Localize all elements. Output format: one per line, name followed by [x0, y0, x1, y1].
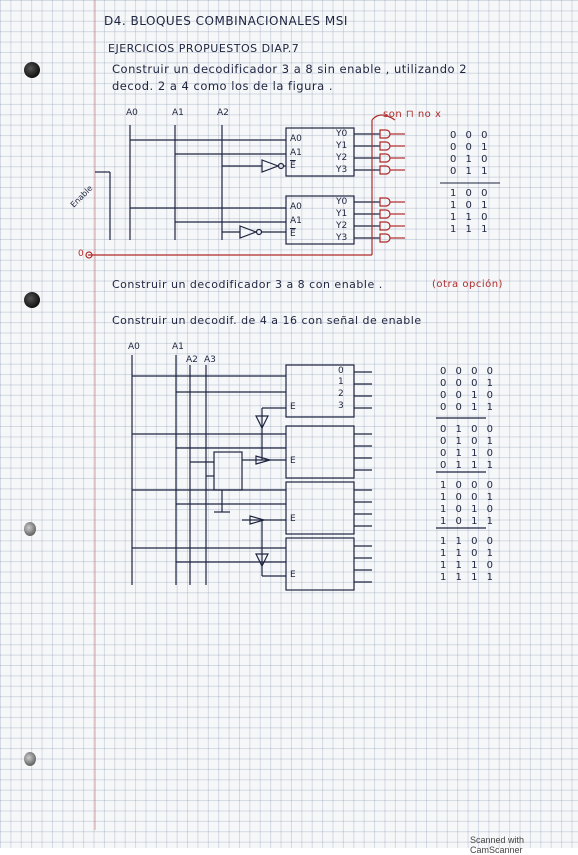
dec-input-label: A1 [290, 148, 302, 158]
truth-row: 0 0 1 [450, 142, 491, 153]
dec-input-label: A0 [290, 202, 302, 212]
ex3-block-output: 3 [338, 401, 344, 411]
dec-output-label: Y1 [336, 209, 348, 219]
ex3-enable-label: E [290, 570, 296, 580]
binder-hole [24, 62, 40, 78]
dec-output-label: Y3 [336, 165, 348, 175]
binder-hole [24, 752, 36, 766]
margin-line [94, 0, 96, 830]
ex1-input-label: A2 [217, 108, 229, 118]
ex3-input-label: A2 [186, 355, 198, 365]
truth-row: 1 1 0 [450, 212, 491, 223]
dec-output-label: Y2 [336, 221, 348, 231]
dec-input-label: A0 [290, 134, 302, 144]
ex3-block-output: 1 [338, 377, 344, 387]
dec-output-label: Y2 [336, 153, 348, 163]
page-title: D4. BLOQUES COMBINACIONALES MSI [104, 14, 348, 28]
ex1-input-label: A0 [126, 108, 138, 118]
truth-row: 1 1 1 [450, 224, 491, 235]
ex1-input-label: A1 [172, 108, 184, 118]
truth-row: 1 1 0 0 [440, 536, 496, 547]
truth-row: 0 0 0 [450, 130, 491, 141]
ex3-block-output: 2 [338, 389, 344, 399]
truth-row: 1 0 1 0 [440, 504, 496, 515]
exercise1-line2: decod. 2 a 4 como los de la figura . [112, 79, 333, 93]
dec-input-label: E [290, 161, 296, 171]
truth-row: 1 0 1 1 [440, 516, 496, 527]
dec-output-label: Y1 [336, 141, 348, 151]
truth-row: 0 1 0 [450, 154, 491, 165]
exercise2-red-note: (otra opción) [432, 279, 503, 290]
ex3-input-label: A3 [204, 355, 216, 365]
truth-row: 1 1 1 1 [440, 572, 496, 583]
truth-row: 1 1 0 1 [440, 548, 496, 559]
dec-input-label: A1 [290, 216, 302, 226]
binder-hole [24, 522, 36, 536]
ex3-enable-label: E [290, 456, 296, 466]
truth-row: 0 0 0 0 [440, 366, 496, 377]
truth-row: 0 1 1 1 [440, 460, 496, 471]
dec-input-label: E [290, 229, 296, 239]
ex3-input-label: A0 [128, 342, 140, 352]
truth-row: 0 0 1 1 [440, 402, 496, 413]
truth-row: 1 0 0 [450, 188, 491, 199]
dec-output-label: Y3 [336, 233, 348, 243]
truth-row: 0 1 0 0 [440, 424, 496, 435]
truth-row: 0 0 1 0 [440, 390, 496, 401]
truth-row: 1 0 0 0 [440, 480, 496, 491]
scanner-footer: Scanned with CamScanner [470, 835, 525, 855]
truth-row: 1 0 1 [450, 200, 491, 211]
ex3-block-output: 0 [338, 366, 344, 376]
ex3-enable-label: E [290, 514, 296, 524]
truth-row: 1 1 1 0 [440, 560, 496, 571]
ex3-input-label: A1 [172, 342, 184, 352]
page-subtitle: EJERCICIOS PROPUESTOS DIAP.7 [108, 42, 300, 55]
dec-output-label: Y0 [336, 197, 348, 207]
exercise3-text: Construir un decodif. de 4 a 16 con seña… [112, 314, 422, 327]
dec-output-label: Y0 [336, 129, 348, 139]
ex1-zero-label: 0 [78, 249, 84, 259]
ex3-enable-label: E [290, 402, 296, 412]
exercise2-text: Construir un decodificador 3 a 8 con ena… [112, 278, 383, 291]
truth-row: 1 0 0 1 [440, 492, 496, 503]
exercise1-red-note: son ⊓ no x [383, 109, 442, 120]
exercise1-line1: Construir un decodificador 3 a 8 sin ena… [112, 62, 468, 76]
truth-row: 0 1 1 0 [440, 448, 496, 459]
truth-row: 0 1 1 [450, 166, 491, 177]
truth-row: 0 1 0 1 [440, 436, 496, 447]
truth-row: 0 0 0 1 [440, 378, 496, 389]
binder-hole [24, 292, 40, 308]
